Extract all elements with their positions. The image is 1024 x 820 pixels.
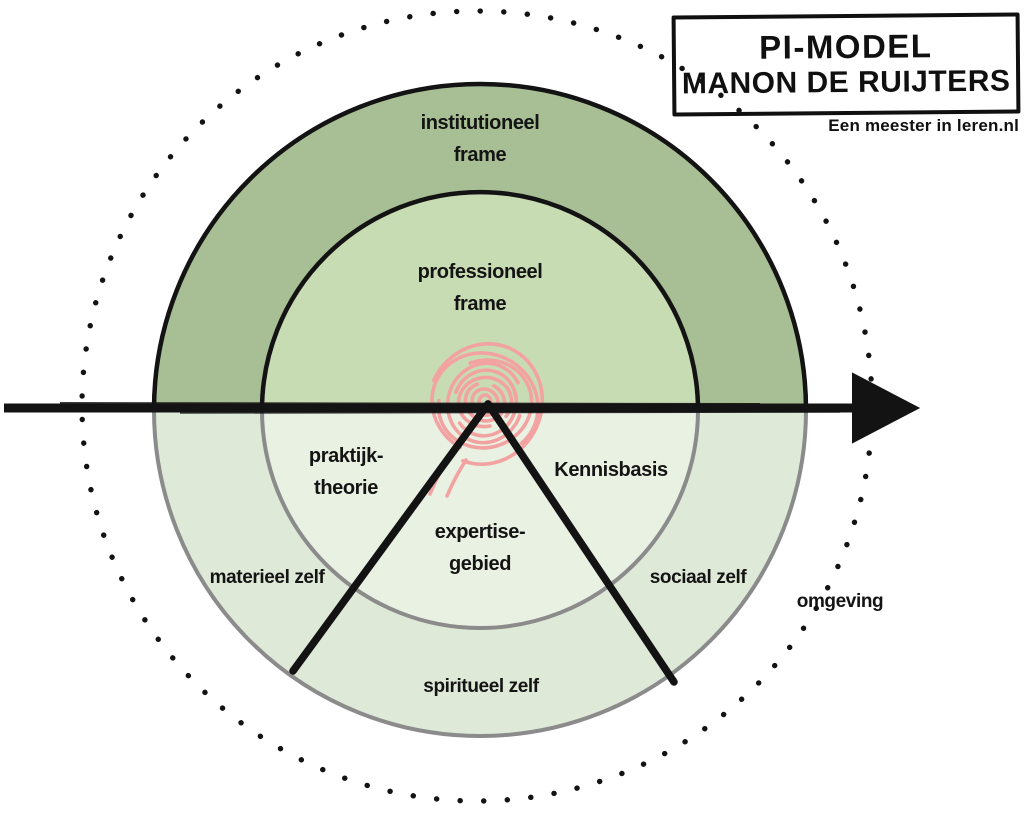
label-sociaal-zelf: sociaal zelf [649,566,747,588]
divider-right [484,400,678,686]
inner-circle-top-half [259,189,701,413]
label-professioneel-frame: professioneel frame [417,261,543,315]
title-box: PI-MODEL MANON DE RUIJTERS [671,12,1021,117]
title-line-1: PI-MODEL [759,27,933,67]
divider-lines [289,400,678,686]
attribution-text: Een meester in leren.nl [828,116,1019,135]
label-omgeving: omgeving [796,590,884,612]
label-praktijk-theorie: praktijk- theorie [308,445,384,499]
outer-circle-top-half [151,81,809,413]
fingerprint-icon [425,341,545,498]
label-kennisbasis: Kennisbasis [554,459,668,481]
arrow-head [852,372,921,444]
title-line-2: MANON DE RUIJTERS [681,64,1011,101]
horizontal-arrow [4,372,921,444]
label-spiritueel-zelf: spiritueel zelf [423,675,539,697]
environment-dotted-circle [79,8,875,804]
label-materieel-zelf: materieel zelf [209,566,325,588]
label-institutioneel-frame: institutioneel frame [420,112,540,166]
divider-left [289,400,492,675]
outer-circle-bottom [152,82,808,738]
inner-circle-bottom [260,190,700,630]
label-expertise-gebied: expertise- gebied [434,521,526,575]
